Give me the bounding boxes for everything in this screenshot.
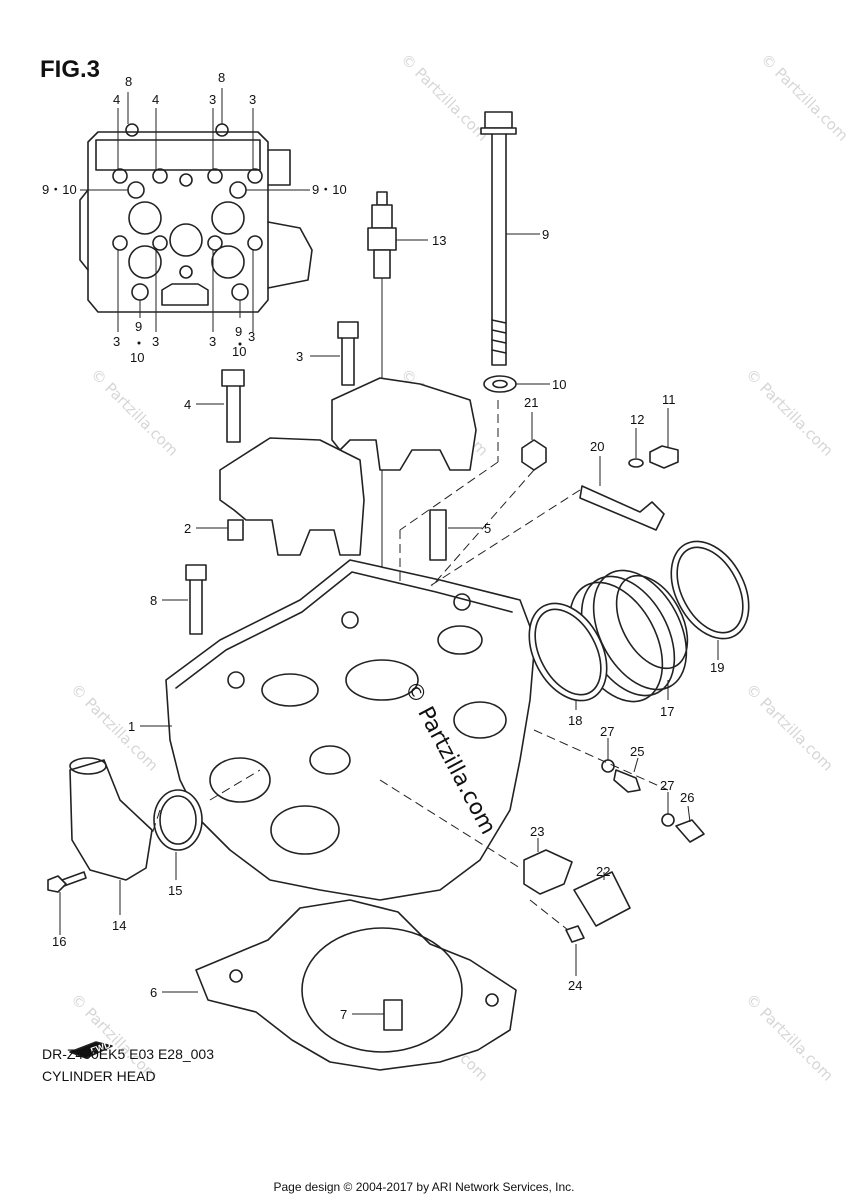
callout-27: 27	[660, 778, 674, 793]
callout-inset-3: 3	[113, 334, 120, 349]
washer-12	[628, 458, 644, 468]
washer-27	[661, 813, 675, 827]
watermark-faint: © Partzilla.com	[397, 50, 492, 145]
callout-10: 10	[552, 377, 566, 392]
callout-inset-9: 9	[135, 319, 142, 334]
callout-inset-4: 4	[113, 92, 120, 107]
washer-10	[483, 375, 517, 393]
callout-23: 23	[530, 824, 544, 839]
bolt-3	[337, 321, 359, 386]
callout-inset-9: 9	[235, 324, 242, 339]
callout-17: 17	[660, 704, 674, 719]
callout-15: 15	[168, 883, 182, 898]
bolt-8	[185, 564, 207, 635]
dowel-pin-2	[227, 519, 244, 541]
bolt-26	[675, 819, 705, 843]
callout-7: 7	[340, 1007, 347, 1022]
callout-3: 3	[296, 349, 303, 364]
bolt-20	[579, 485, 665, 531]
callout-inset-3: 3	[209, 92, 216, 107]
callout-21: 21	[524, 395, 538, 410]
callout-2: 2	[184, 521, 191, 536]
watermark-faint: © Partzilla.com	[87, 365, 182, 460]
callout-13: 13	[432, 233, 446, 248]
gasket-23	[523, 849, 573, 895]
o-ring-15	[153, 789, 203, 851]
main-callouts: 1 2 3 4 5 6 7 8 9 10 11 12 13 14 15 16 1…	[52, 227, 724, 1022]
callout-4: 4	[184, 397, 191, 412]
bolt-25	[613, 769, 641, 793]
sheet-title: CYLINDER HEAD	[42, 1068, 156, 1084]
callout-9: 9	[542, 227, 549, 242]
watermark-faint: © Partzilla.com	[742, 680, 837, 775]
callout-8: 8	[150, 593, 157, 608]
water-union-14	[69, 759, 153, 881]
callout-22: 22	[596, 864, 610, 879]
callout-25: 25	[630, 744, 644, 759]
callout-inset-9-10: 9・10	[312, 182, 347, 197]
callout-inset-4: 4	[152, 92, 159, 107]
bolt-4	[221, 369, 245, 443]
camshaft-holder-left	[219, 437, 365, 556]
cylinder-head-1	[165, 559, 536, 901]
watermark-faint: © Partzilla.com	[67, 680, 162, 775]
callout-12: 12	[630, 412, 644, 427]
bolt-24	[565, 925, 585, 943]
callout-19: 19	[710, 660, 724, 675]
bolt-16	[47, 871, 87, 893]
cylinder-head-gasket-6	[195, 899, 517, 1071]
plug-22	[573, 871, 631, 927]
callout-24: 24	[568, 978, 582, 993]
callout-inset-3: 3	[248, 329, 255, 344]
callout-11: 11	[662, 392, 676, 407]
callout-18: 18	[568, 713, 582, 728]
callout-27: 27	[600, 724, 614, 739]
figure-title: FIG.3	[40, 56, 101, 83]
inset-callouts: 8 4 4 8 3 3 9・10 9・10 3 9 3 3 9 3 10 10	[42, 70, 347, 365]
inset-top-view	[79, 88, 313, 332]
callout-1: 1	[128, 719, 135, 734]
callout-inset-3: 3	[209, 334, 216, 349]
callout-inset-3: 3	[152, 334, 159, 349]
watermark-faint: © Partzilla.com	[757, 50, 848, 145]
callout-inset-10: 10	[232, 344, 246, 359]
callout-inset-8: 8	[218, 70, 225, 85]
callout-inset-10: 10	[130, 350, 144, 365]
callout-26: 26	[680, 790, 694, 805]
page-footer: Page design © 2004-2017 by ARI Network S…	[273, 1180, 575, 1194]
callout-5: 5	[484, 521, 491, 536]
dowel-7	[383, 999, 403, 1031]
spark-plug-13	[367, 191, 397, 690]
callout-14: 14	[112, 918, 126, 933]
nut-21	[521, 439, 547, 471]
bolt-11	[649, 445, 679, 469]
clamp-18	[528, 602, 608, 702]
leader-lines	[59, 233, 719, 1015]
long-bolt-9	[480, 111, 517, 366]
callout-inset-9-10: 9・10	[42, 182, 77, 197]
clamp-19	[670, 540, 750, 640]
dowel-5	[429, 509, 447, 561]
callout-6: 6	[150, 985, 157, 1000]
callout-16: 16	[52, 934, 66, 949]
model-code: DR-Z400EK5 E03 E28_003	[42, 1046, 214, 1062]
alignment-lines	[149, 400, 669, 931]
watermark-faint: © Partzilla.com	[742, 365, 837, 460]
callout-inset-3: 3	[249, 92, 256, 107]
camshaft-holder-right	[331, 377, 477, 471]
callout-20: 20	[590, 439, 604, 454]
watermark-faint: © Partzilla.com	[742, 990, 837, 1085]
callout-inset-8: 8	[125, 74, 132, 89]
